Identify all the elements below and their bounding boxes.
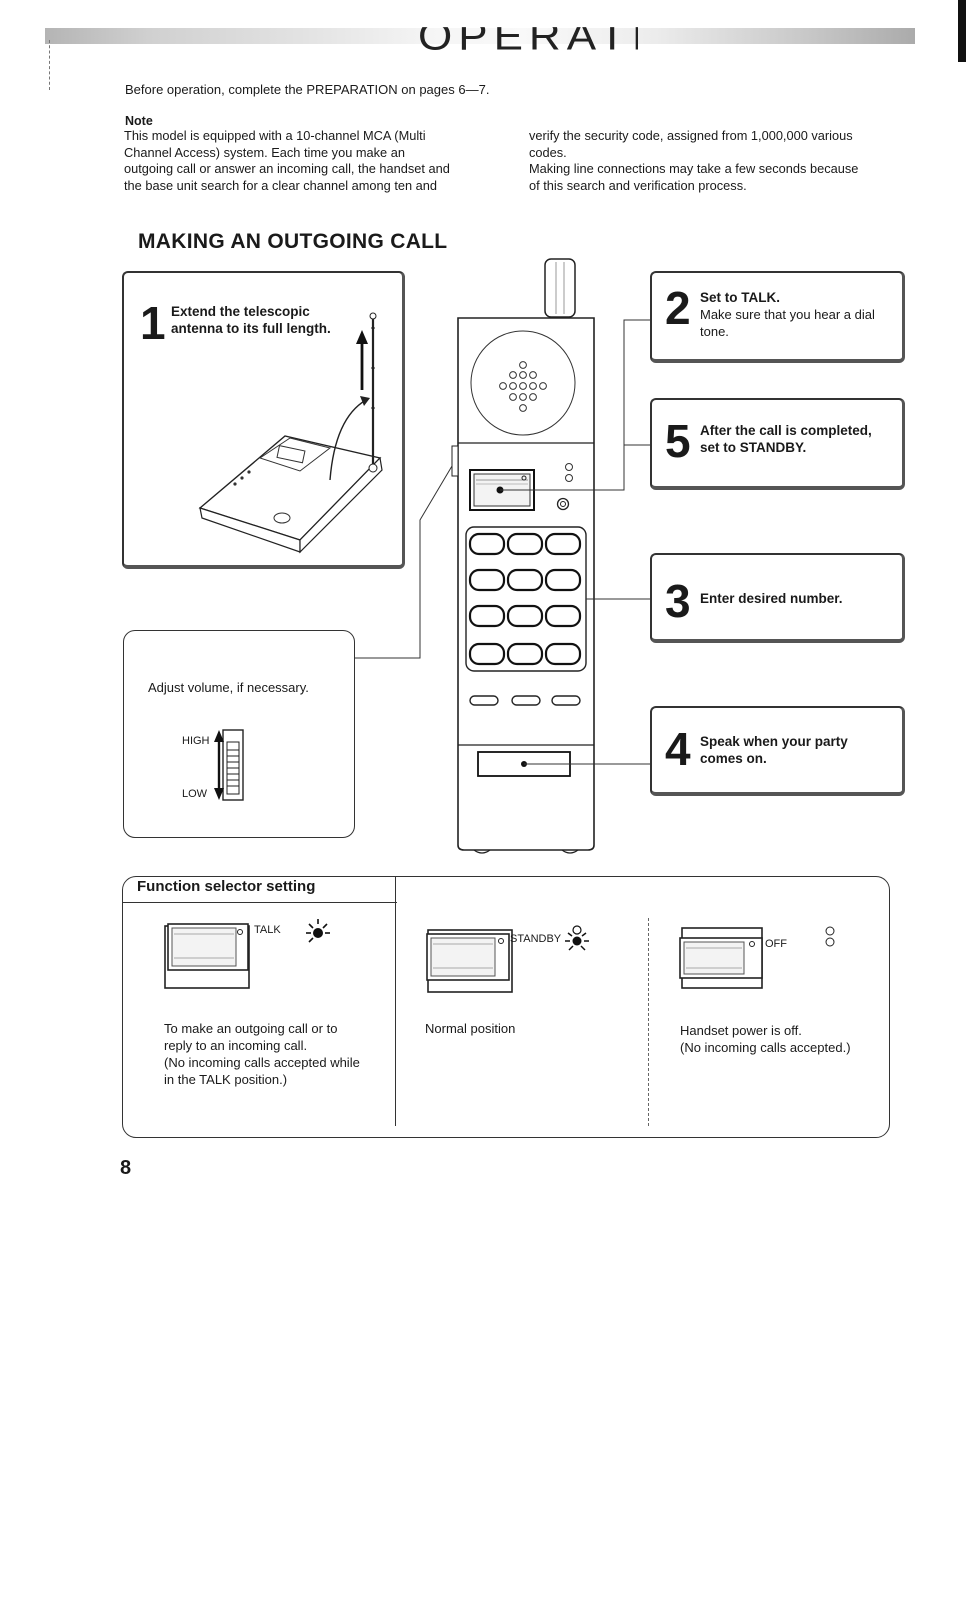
step-5-number: 5	[665, 415, 691, 467]
function-title-underline	[123, 902, 397, 903]
talk-description: To make an outgoing call or to reply to …	[164, 1021, 360, 1087]
standby-label: STANDBY	[510, 933, 562, 945]
step-3-box	[650, 553, 905, 643]
step-2-number: 2	[665, 282, 691, 334]
off-label: OFF	[765, 938, 787, 950]
page-number: 8	[120, 1157, 132, 1179]
step-2-box	[650, 271, 905, 363]
function-selector-title: Function selector setting	[137, 878, 316, 895]
talk-lamp-icon	[306, 919, 330, 943]
step-3-text: Enter desired number.	[700, 591, 843, 606]
step-4-number: 4	[665, 723, 691, 775]
margin-mark	[49, 40, 51, 90]
page-header-title: OPERATION	[418, 14, 728, 59]
function-selector-panel	[122, 876, 890, 1138]
intro-text: Before operation, complete the PREPARATI…	[125, 82, 490, 97]
section-title: MAKING AN OUTGOING CALL	[138, 230, 448, 253]
standby-description: Normal position	[425, 1021, 516, 1036]
header-band	[45, 28, 915, 44]
talk-label: TALK	[254, 924, 281, 936]
step-5-text: After the call is completed, set to STAN…	[700, 423, 872, 455]
step-1-text: Extend the telescopic antenna to its ful…	[171, 304, 331, 336]
off-lamp-icon	[825, 926, 835, 947]
note-column-2: verify the security code, assigned from …	[529, 128, 859, 193]
volume-low-label: LOW	[182, 788, 208, 800]
step-2-subtext: Make sure that you hear a dial tone.	[700, 307, 875, 339]
standby-lamp-icon	[565, 925, 589, 951]
off-description: Handset power is off. (No incoming calls…	[680, 1023, 851, 1055]
step-2-text: Set to TALK.	[700, 290, 780, 305]
volume-box	[123, 630, 355, 838]
standby-switch-illustration	[426, 929, 513, 993]
step-1-number: 1	[140, 297, 166, 349]
step-3-number: 3	[665, 575, 691, 627]
note-heading: Note	[125, 114, 153, 128]
page-edge-tab	[958, 0, 966, 62]
divider-1	[395, 876, 396, 1126]
note-column-1: This model is equipped with a 10-channel…	[124, 128, 450, 193]
step-5-box	[650, 398, 905, 490]
off-switch-illustration	[679, 927, 763, 989]
handset-illustration	[355, 258, 652, 854]
volume-text: Adjust volume, if necessary.	[148, 680, 309, 695]
volume-slider-illustration	[214, 729, 244, 801]
step-4-text: Speak when your party comes on.	[700, 734, 848, 766]
divider-2	[648, 918, 649, 1126]
talk-switch-illustration	[164, 923, 250, 989]
base-unit-illustration	[198, 312, 383, 554]
step-4-box	[650, 706, 905, 796]
volume-high-label: HIGH	[182, 735, 210, 747]
